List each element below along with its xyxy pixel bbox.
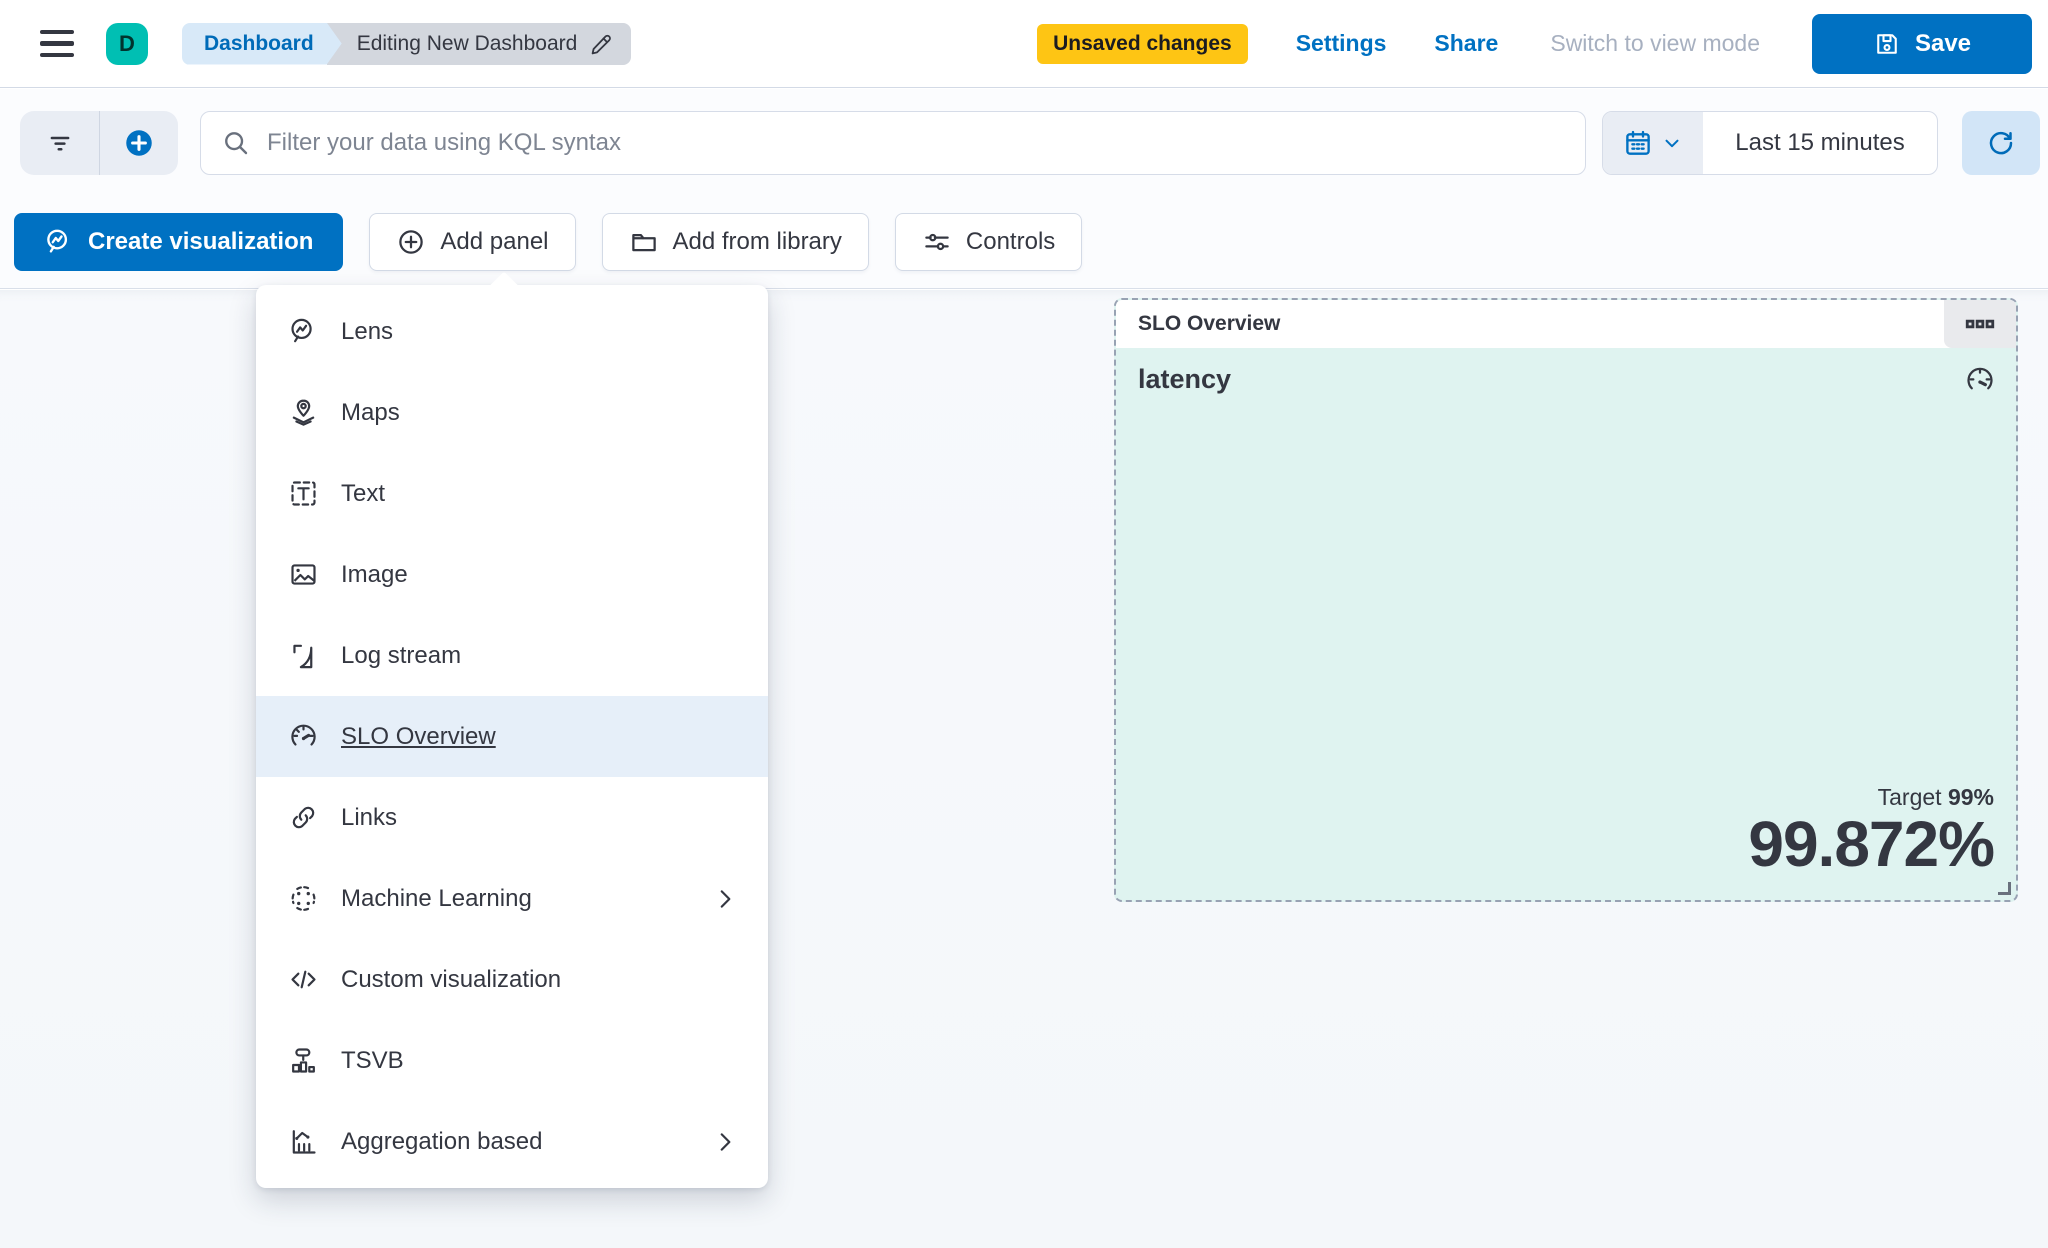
filter-button-group (20, 110, 178, 175)
menu-item-links[interactable]: Links (256, 777, 768, 858)
gauge-icon (288, 721, 319, 752)
add-filter-icon[interactable] (99, 110, 178, 175)
add-panel-menu: Lens Maps Text Image Log stream SLO Over… (256, 285, 768, 1188)
avatar[interactable]: D (106, 22, 148, 65)
lens-icon (288, 316, 319, 347)
time-range-value[interactable]: Last 15 minutes (1735, 128, 1905, 156)
save-label: Save (1914, 29, 1972, 57)
chevron-down-icon (1661, 132, 1683, 154)
add-from-library-button[interactable]: Add from library (601, 213, 869, 271)
search-icon (221, 128, 251, 158)
menu-item-aggregation-based[interactable]: Aggregation based (256, 1101, 768, 1182)
slo-metric-name: latency (1138, 364, 1232, 394)
maps-icon (288, 397, 319, 428)
slo-panel-body: latency Target 99% 99.872% (1116, 348, 2016, 900)
menu-item-maps[interactable]: Maps (256, 372, 768, 453)
query-bar: Last 15 minutes (0, 89, 2048, 196)
calendar-dropdown[interactable] (1603, 111, 1703, 174)
menu-item-label: TSVB (341, 1046, 404, 1074)
menu-item-lens[interactable]: Lens (256, 291, 768, 372)
menu-item-text[interactable]: Text (256, 453, 768, 534)
menu-item-slo-overview[interactable]: SLO Overview (256, 696, 768, 777)
create-visualization-label: Create visualization (88, 228, 314, 255)
plus-circle-icon (396, 227, 426, 257)
controls-button[interactable]: Controls (894, 213, 1083, 271)
kql-search-box (200, 110, 1586, 175)
settings-link[interactable]: Settings (1295, 30, 1387, 56)
lens-icon (44, 227, 74, 257)
menu-item-image[interactable]: Image (256, 534, 768, 615)
controls-label: Controls (965, 228, 1056, 255)
menu-item-label: Machine Learning (341, 884, 532, 912)
menu-item-machine-learning[interactable]: Machine Learning (256, 858, 768, 939)
kql-search-input[interactable] (267, 128, 1565, 157)
edit-pencil-icon (589, 32, 613, 56)
tsvb-icon (288, 1045, 319, 1076)
top-header: D Dashboard Editing New Dashboard Unsave… (0, 0, 2048, 88)
filter-icon[interactable] (20, 111, 99, 175)
share-link[interactable]: Share (1434, 30, 1499, 56)
gauge-icon (1964, 364, 1996, 396)
menu-item-label: Text (341, 479, 386, 507)
breadcrumb-dashboard[interactable]: Dashboard (182, 23, 342, 65)
folder-icon (629, 227, 659, 257)
boxes-horizontal-icon (1963, 307, 1997, 341)
menu-item-label: Links (341, 803, 398, 831)
time-picker: Last 15 minutes (1602, 110, 1938, 175)
menu-item-label: Image (341, 560, 408, 588)
menu-item-label: Custom visualization (341, 965, 562, 993)
text-icon (288, 478, 319, 509)
menu-item-label: SLO Overview (341, 722, 496, 750)
link-icon (288, 802, 319, 833)
unsaved-changes-badge: Unsaved changes (1037, 23, 1248, 64)
add-panel-label: Add panel (440, 228, 549, 255)
add-panel-button[interactable]: Add panel (369, 213, 576, 271)
menu-item-custom-visualization[interactable]: Custom visualization (256, 939, 768, 1020)
switch-view-mode-link[interactable]: Switch to view mode (1550, 30, 1760, 56)
breadcrumb: Dashboard Editing New Dashboard (182, 22, 632, 65)
menu-item-label: Aggregation based (341, 1127, 543, 1155)
slo-value: 99.872% (1748, 807, 1995, 880)
menu-item-label: Log stream (341, 641, 462, 669)
slo-overview-panel[interactable]: SLO Overview latency Target 99% 99.872% (1114, 298, 2018, 902)
code-icon (288, 964, 319, 995)
breadcrumb-current-label: Editing New Dashboard (356, 31, 578, 55)
menu-item-label: Lens (341, 317, 394, 345)
machine-learning-icon (288, 883, 319, 914)
menu-item-label: Maps (341, 398, 400, 426)
slo-panel-title: SLO Overview (1138, 312, 1281, 335)
chevron-right-icon (712, 886, 738, 912)
panel-options-button[interactable] (1944, 300, 2016, 348)
refresh-button[interactable] (1962, 110, 2040, 175)
add-from-library-label: Add from library (672, 228, 842, 255)
save-button[interactable]: Save (1812, 13, 2032, 74)
create-visualization-button[interactable]: Create visualization (14, 213, 344, 271)
panel-resize-handle[interactable] (1998, 882, 2011, 895)
calendar-icon (1623, 128, 1653, 158)
slo-target-value: 99% (1947, 783, 1994, 810)
menu-item-tsvb[interactable]: TSVB (256, 1020, 768, 1101)
slo-panel-header: SLO Overview (1116, 300, 2016, 348)
log-stream-icon (288, 640, 319, 671)
breadcrumb-current[interactable]: Editing New Dashboard (326, 22, 632, 65)
refresh-icon (1986, 128, 2016, 158)
edit-toolbar: Create visualization Add panel Add from … (0, 196, 2048, 289)
menu-icon[interactable] (0, 12, 74, 76)
image-icon (288, 559, 319, 590)
slo-target-label: Target (1877, 783, 1942, 810)
menu-item-log-stream[interactable]: Log stream (256, 615, 768, 696)
chevron-right-icon (712, 1129, 738, 1155)
aggregation-icon (288, 1126, 319, 1157)
controls-sliders-icon (922, 227, 952, 257)
save-disk-icon (1873, 30, 1901, 58)
